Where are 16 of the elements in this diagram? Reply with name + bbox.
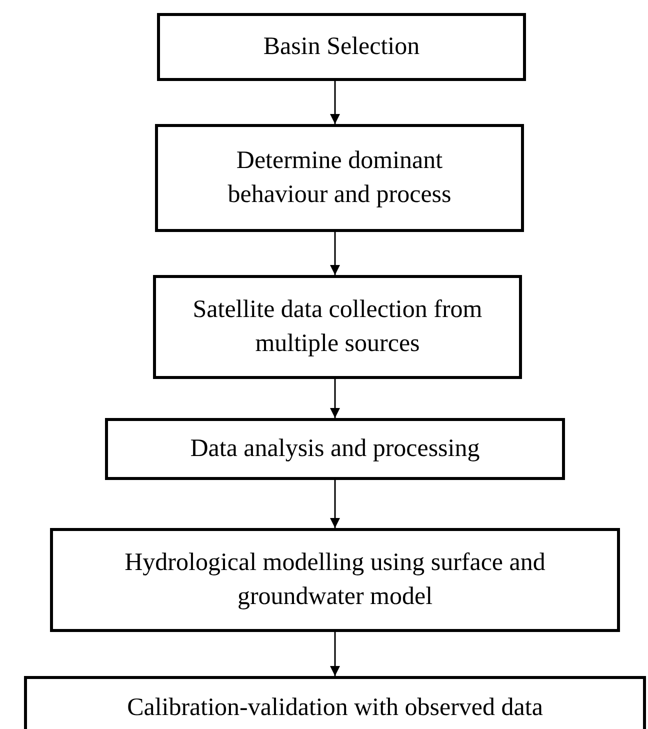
step-label: Basin Selection (263, 32, 420, 62)
arrow (330, 632, 340, 676)
arrow (330, 232, 340, 275)
process-box (50, 528, 620, 632)
process-box (157, 13, 526, 81)
arrow (330, 379, 340, 418)
arrow (330, 480, 340, 528)
process-box (153, 275, 522, 379)
process-box (155, 124, 524, 232)
arrow (330, 81, 340, 124)
step-label: Determine dominant behaviour and process (226, 146, 452, 210)
step-label: Calibration-validation with observed data (127, 693, 543, 723)
process-box (105, 418, 565, 480)
step-label: Data analysis and processing (190, 434, 480, 464)
step-label: Hydrological modelling using surface and groundwater model (124, 548, 546, 612)
step-label: Satellite data collection from multiple sources (192, 295, 484, 359)
